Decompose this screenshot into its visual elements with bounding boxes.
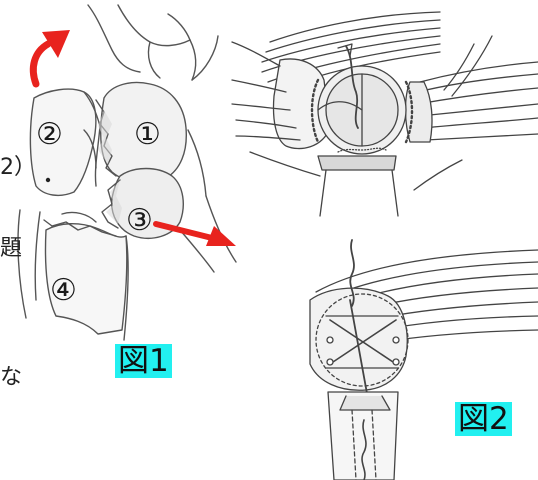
figure2-caption: 図2 [455, 402, 512, 436]
